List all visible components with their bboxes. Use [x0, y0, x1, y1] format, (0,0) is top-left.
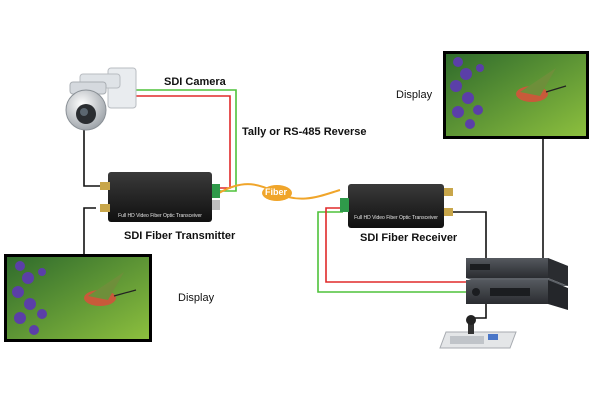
transmitter-device-icon: Full HD Video Fiber Optic Transceiver	[100, 172, 220, 222]
green-cable-receiver	[317, 211, 473, 293]
ptz-keyboard-icon	[439, 315, 517, 349]
label-display-top: Display	[396, 89, 433, 101]
label-tally: Tally or RS-485 Reverse	[242, 126, 367, 138]
display-top-icon	[443, 51, 589, 139]
dvr-rack-icon	[466, 258, 568, 310]
red-cable-camera	[118, 95, 231, 189]
black-cable-camera	[83, 130, 108, 187]
black-cable-display	[83, 207, 96, 254]
display-bottom-icon	[4, 254, 152, 342]
receiver-print: Full HD Video Fiber Optic Transceiver	[354, 215, 438, 221]
label-transmitter: SDI Fiber Transmitter	[124, 230, 236, 242]
transmitter-print: Full HD Video Fiber Optic Transceiver	[118, 213, 202, 219]
ptz-camera-icon	[65, 67, 137, 131]
fiber-badge	[262, 185, 292, 201]
label-sdi-camera: SDI Camera	[164, 76, 226, 88]
receiver-device-icon: Full HD Video Fiber Optic Transceiver	[340, 184, 453, 228]
green-cable-camera	[118, 89, 237, 192]
label-fiber: Fiber	[265, 187, 288, 197]
label-receiver: SDI Fiber Receiver	[360, 232, 458, 244]
red-cable-receiver	[325, 207, 473, 283]
black-cable-receiver	[448, 211, 487, 258]
label-display-bottom: Display	[178, 292, 215, 304]
